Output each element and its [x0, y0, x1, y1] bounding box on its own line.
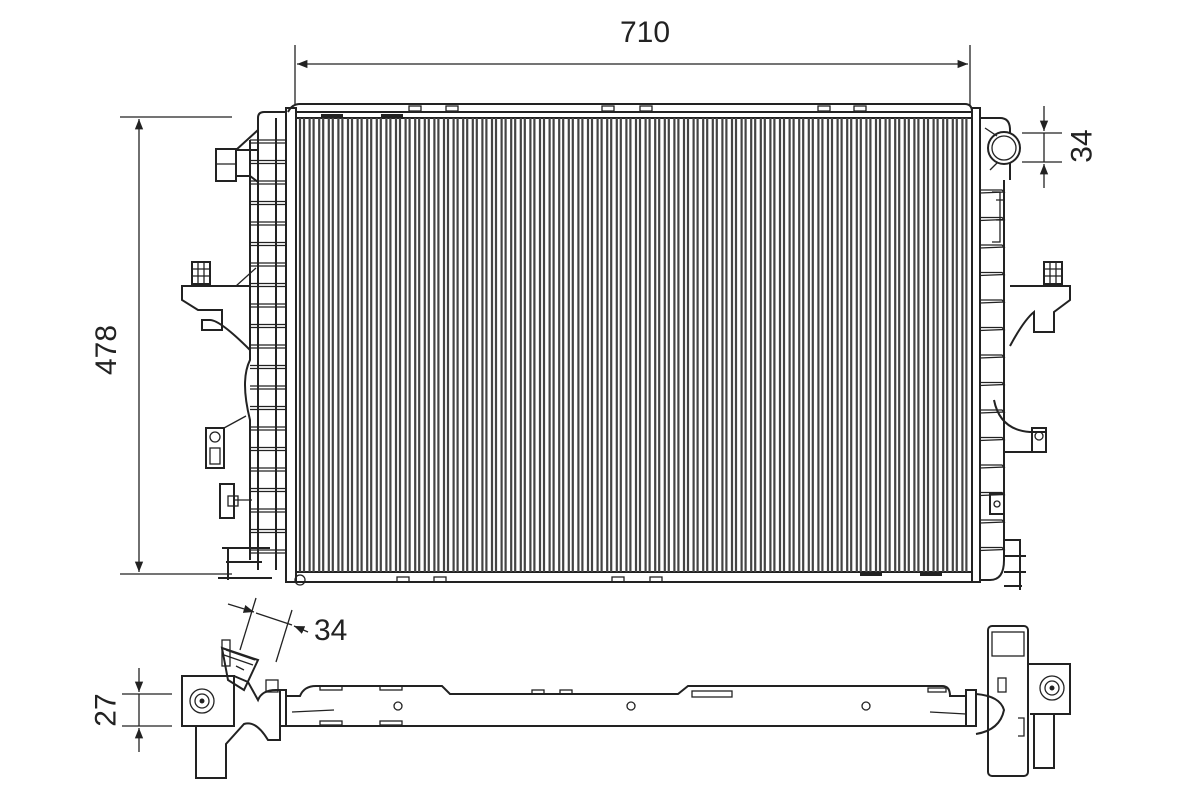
height-dimension: [120, 116, 232, 575]
thickness-dimension: [122, 668, 172, 752]
radiator-front-view: [181, 103, 1071, 590]
radiator-top-view: [181, 625, 1071, 779]
core-tubes: [298, 118, 968, 572]
thickness-label: 27: [89, 693, 123, 727]
height-label: 478: [90, 324, 124, 376]
inlet-diameter-dimension: [227, 597, 309, 663]
outlet-diameter-label: 34: [1065, 129, 1099, 163]
width-label: 710: [620, 16, 671, 49]
inlet-diameter-label: 34: [314, 614, 348, 647]
outlet-diameter-dimension: [1022, 106, 1062, 188]
width-dimension: [294, 45, 971, 105]
